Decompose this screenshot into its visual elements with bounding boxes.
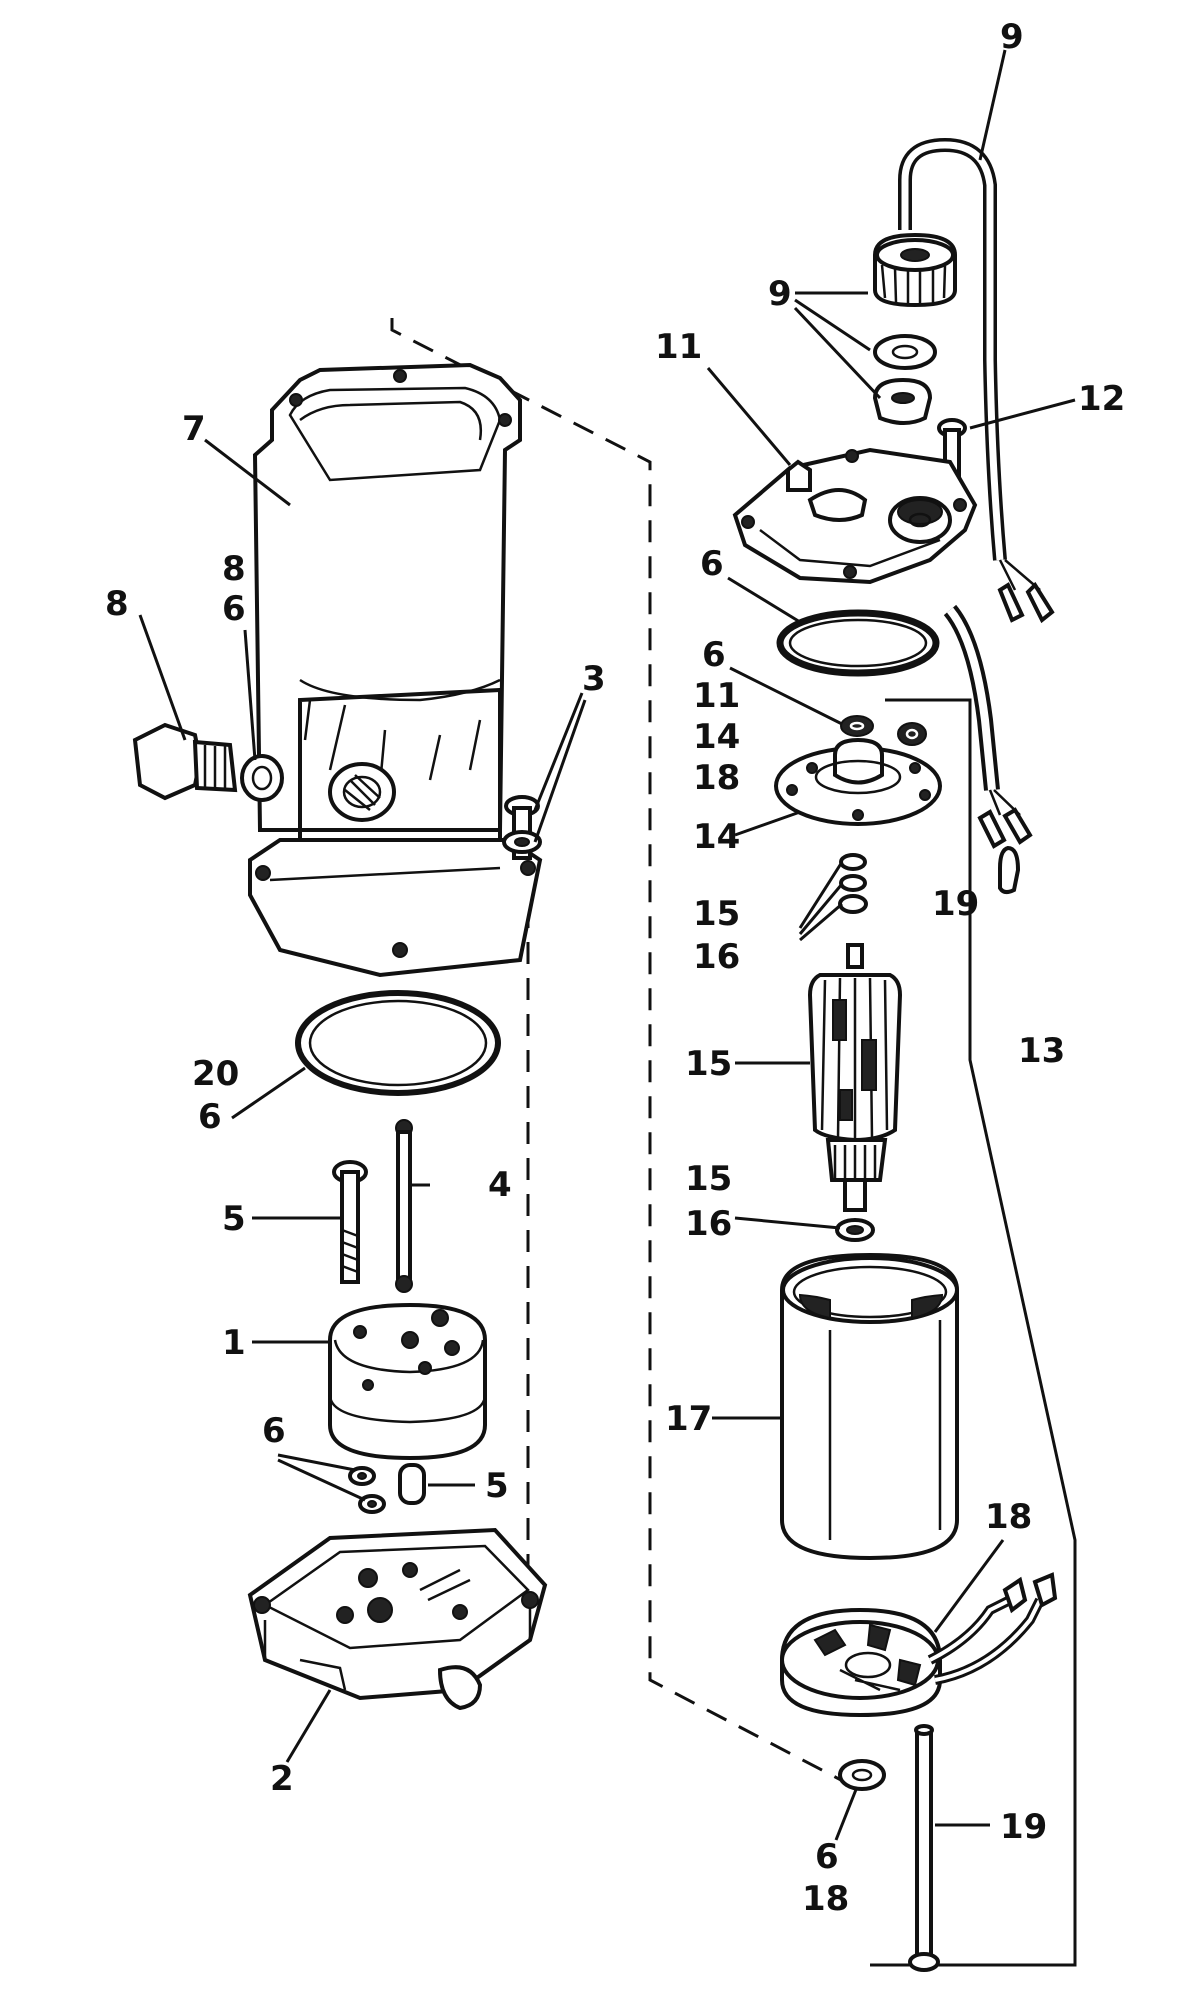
callout-14-stack: 14 — [693, 717, 740, 757]
callout-15-b: 15 — [685, 1044, 732, 1084]
callout-2: 2 — [270, 1759, 294, 1799]
callout-6-stack-b: 6 — [702, 635, 726, 675]
callout-17: 17 — [665, 1399, 712, 1439]
bolt — [332, 1160, 368, 1284]
callout-6-stack-a: 6 — [222, 589, 246, 629]
callout-6-oring-left: 6 — [198, 1097, 222, 1137]
through-bolt — [908, 1724, 940, 1972]
callout-15-c: 15 — [685, 1159, 732, 1199]
motor-assembly-bracket-line — [870, 698, 1077, 1967]
callout-8-stack: 8 — [222, 549, 246, 589]
end-cap — [732, 447, 978, 585]
callout-19-bottom: 19 — [1000, 1807, 1047, 1847]
callout-18-bottom: 18 — [802, 1879, 849, 1919]
pump-body — [328, 1302, 487, 1461]
callout-7: 7 — [182, 409, 206, 449]
leader-lines — [138, 49, 1076, 1841]
reservoir — [248, 362, 543, 978]
small-seals — [840, 715, 927, 746]
callout-19-mid: 19 — [932, 884, 979, 924]
lead-wire — [943, 604, 1033, 895]
callout-18-right: 18 — [985, 1497, 1032, 1537]
callout-18-stack: 18 — [693, 758, 740, 798]
callout-16-a: 16 — [693, 937, 740, 977]
fill-plug — [132, 722, 284, 802]
o-ring-left — [295, 990, 501, 1096]
thrust-washers-upper — [838, 853, 868, 914]
screw-and-washer — [502, 795, 542, 860]
callout-6-oring-right: 6 — [700, 544, 724, 584]
callout-11-stack: 11 — [693, 676, 740, 716]
motor-frame — [780, 1252, 959, 1561]
alignment-dashed-line — [390, 318, 861, 1792]
callout-13: 13 — [1018, 1031, 1065, 1071]
callout-4: 4 — [488, 1165, 512, 1205]
thrust-washer-lower — [835, 1218, 875, 1242]
callout-11-top: 11 — [655, 327, 702, 367]
bearing-plate — [774, 737, 942, 826]
callout-5-bolt: 5 — [222, 1199, 246, 1239]
brush-plate — [780, 1572, 1058, 1718]
callout-1: 1 — [222, 1323, 246, 1363]
callout-16-b: 16 — [685, 1204, 732, 1244]
armature — [807, 943, 903, 1212]
callout-9-mid: 9 — [768, 274, 792, 314]
stud — [395, 1119, 413, 1293]
cable-grommet-set — [872, 137, 1055, 624]
washers-and-pin — [348, 1463, 426, 1514]
callout-3: 3 — [582, 659, 606, 699]
callout-9-top: 9 — [1000, 17, 1024, 57]
callout-5-pin: 5 — [485, 1466, 509, 1506]
callout-labels: 9 9 11 12 7 8 8 6 3 6 6 11 14 18 14 19 1… — [105, 17, 1125, 1919]
callout-8-left: 8 — [105, 584, 129, 624]
o-ring-right — [776, 609, 940, 677]
callout-12: 12 — [1078, 379, 1125, 419]
callout-15-a: 15 — [693, 894, 740, 934]
bottom-seal — [838, 1759, 886, 1791]
base-plate — [247, 1527, 548, 1711]
callout-14: 14 — [693, 817, 740, 857]
callout-20: 20 — [192, 1054, 239, 1094]
callout-6-washers: 6 — [262, 1411, 286, 1451]
callout-6-bottom: 6 — [815, 1837, 839, 1877]
